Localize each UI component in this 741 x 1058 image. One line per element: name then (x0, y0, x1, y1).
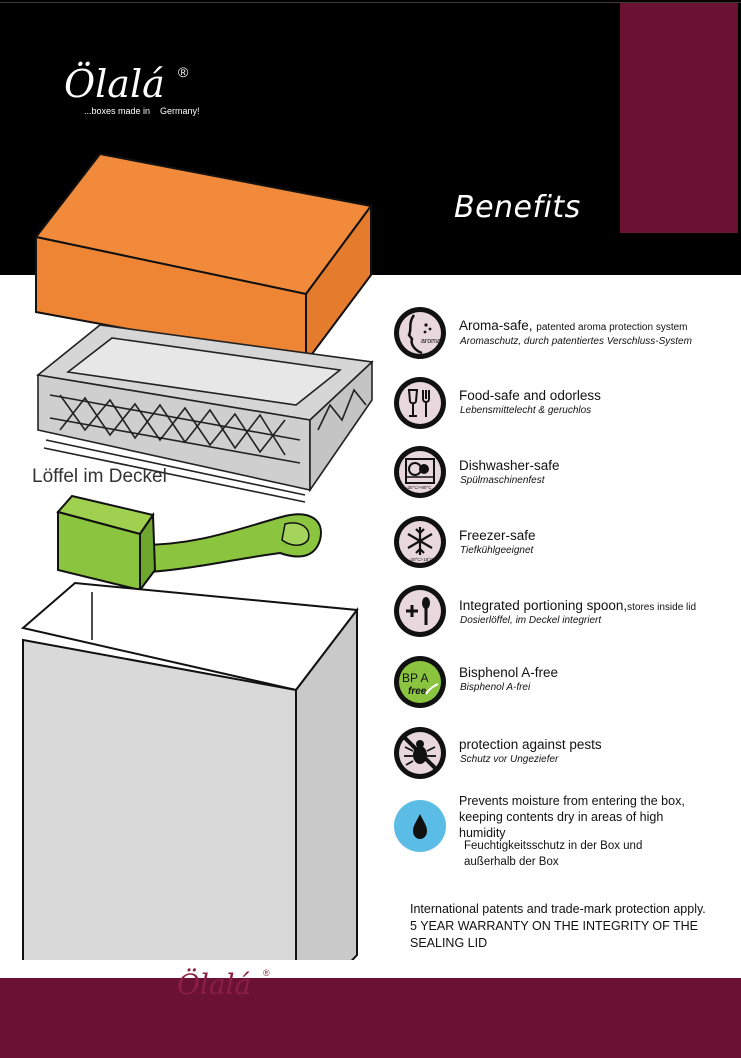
aroma-icon-label: aroma (421, 338, 441, 345)
bpa-free-icon: BP A free (394, 656, 446, 708)
benefit-freezer-title: Freezer-safe (459, 528, 536, 543)
benefit-bpa-title: Bisphenol A-free (459, 665, 559, 680)
product-illustration (20, 152, 374, 960)
footer-band (0, 978, 741, 1058)
benefit-aroma-subtitle: Aromaschutz, durch patentiertes Verschlu… (460, 336, 692, 347)
benefit-food-safe-subtitle: Lebensmittelecht & geruchlos (460, 405, 592, 416)
patent-note: International patents and trade-mark pro… (410, 902, 706, 916)
warranty-note: 5 YEAR WARRANTY ON THE INTEGRITY OF THE … (410, 919, 699, 950)
benefit-spoon-subtitle: Dosierlöffel, im Deckel integriert (460, 615, 602, 626)
plus-spoon-icon (394, 585, 446, 637)
no-pests-icon (394, 727, 446, 779)
page-title: Benefits (454, 190, 581, 225)
spoon-illustration (56, 494, 322, 593)
dishwasher-icon: -25°C/+90°C (394, 446, 446, 498)
spoon-caption: Löffel im Deckel (32, 466, 167, 487)
freezer-icon-label: -20°C/-18°C (409, 557, 434, 562)
box-body-illustration (20, 581, 359, 960)
benefit-bpa-subtitle: Bisphenol A-frei (460, 682, 531, 693)
benefit-dishwasher-subtitle: Spülmaschinenfest (460, 475, 545, 486)
benefit-moisture-subtitle: Feuchtigkeitsschutz in der Box und außer… (464, 840, 643, 868)
footer-note: International patents and trade-mark pro… (410, 901, 710, 952)
box-registered-mark: ® (263, 968, 270, 978)
bpa-icon-bottom-label: free (408, 686, 427, 697)
snowflake-icon: -20°C/-18°C (394, 516, 446, 568)
bpa-icon-top-label: BP A (402, 671, 428, 685)
logo-text: Ölalá (64, 62, 165, 106)
dishwasher-icon-label: -25°C/+90°C (406, 485, 432, 490)
sealing-frame-illustration (36, 324, 374, 503)
header-rule (0, 2, 741, 3)
benefit-dishwasher-title: Dishwasher-safe (459, 458, 560, 473)
brand-logo: Ölalá ® (64, 62, 189, 106)
benefit-spoon-title: Integrated portioning spoon,stores insid… (459, 598, 697, 613)
registered-mark: ® (178, 64, 189, 80)
benefit-moisture-title: Prevents moisture from entering the box,… (459, 794, 685, 840)
benefit-food-safe-title: Food-safe and odorless (459, 388, 601, 403)
fork-glass-icon (394, 377, 446, 429)
accent-block (620, 3, 738, 233)
lid-illustration (34, 152, 373, 366)
benefit-pests-subtitle: Schutz vor Ungeziefer (460, 754, 559, 765)
benefit-pests-title: protection against pests (459, 737, 602, 752)
box-logo-text: Ölalá (177, 967, 251, 1001)
brand-tagline: ...boxes made in Germany! (84, 106, 200, 116)
benefit-aroma-title: Aroma-safe, patented aroma protection sy… (459, 318, 688, 333)
benefit-freezer-subtitle: Tiefkühlgeeignet (460, 545, 534, 556)
water-drop-icon (394, 800, 446, 852)
aroma-icon: aroma (394, 307, 446, 359)
box-logo: Ölalá ® (177, 967, 270, 1001)
